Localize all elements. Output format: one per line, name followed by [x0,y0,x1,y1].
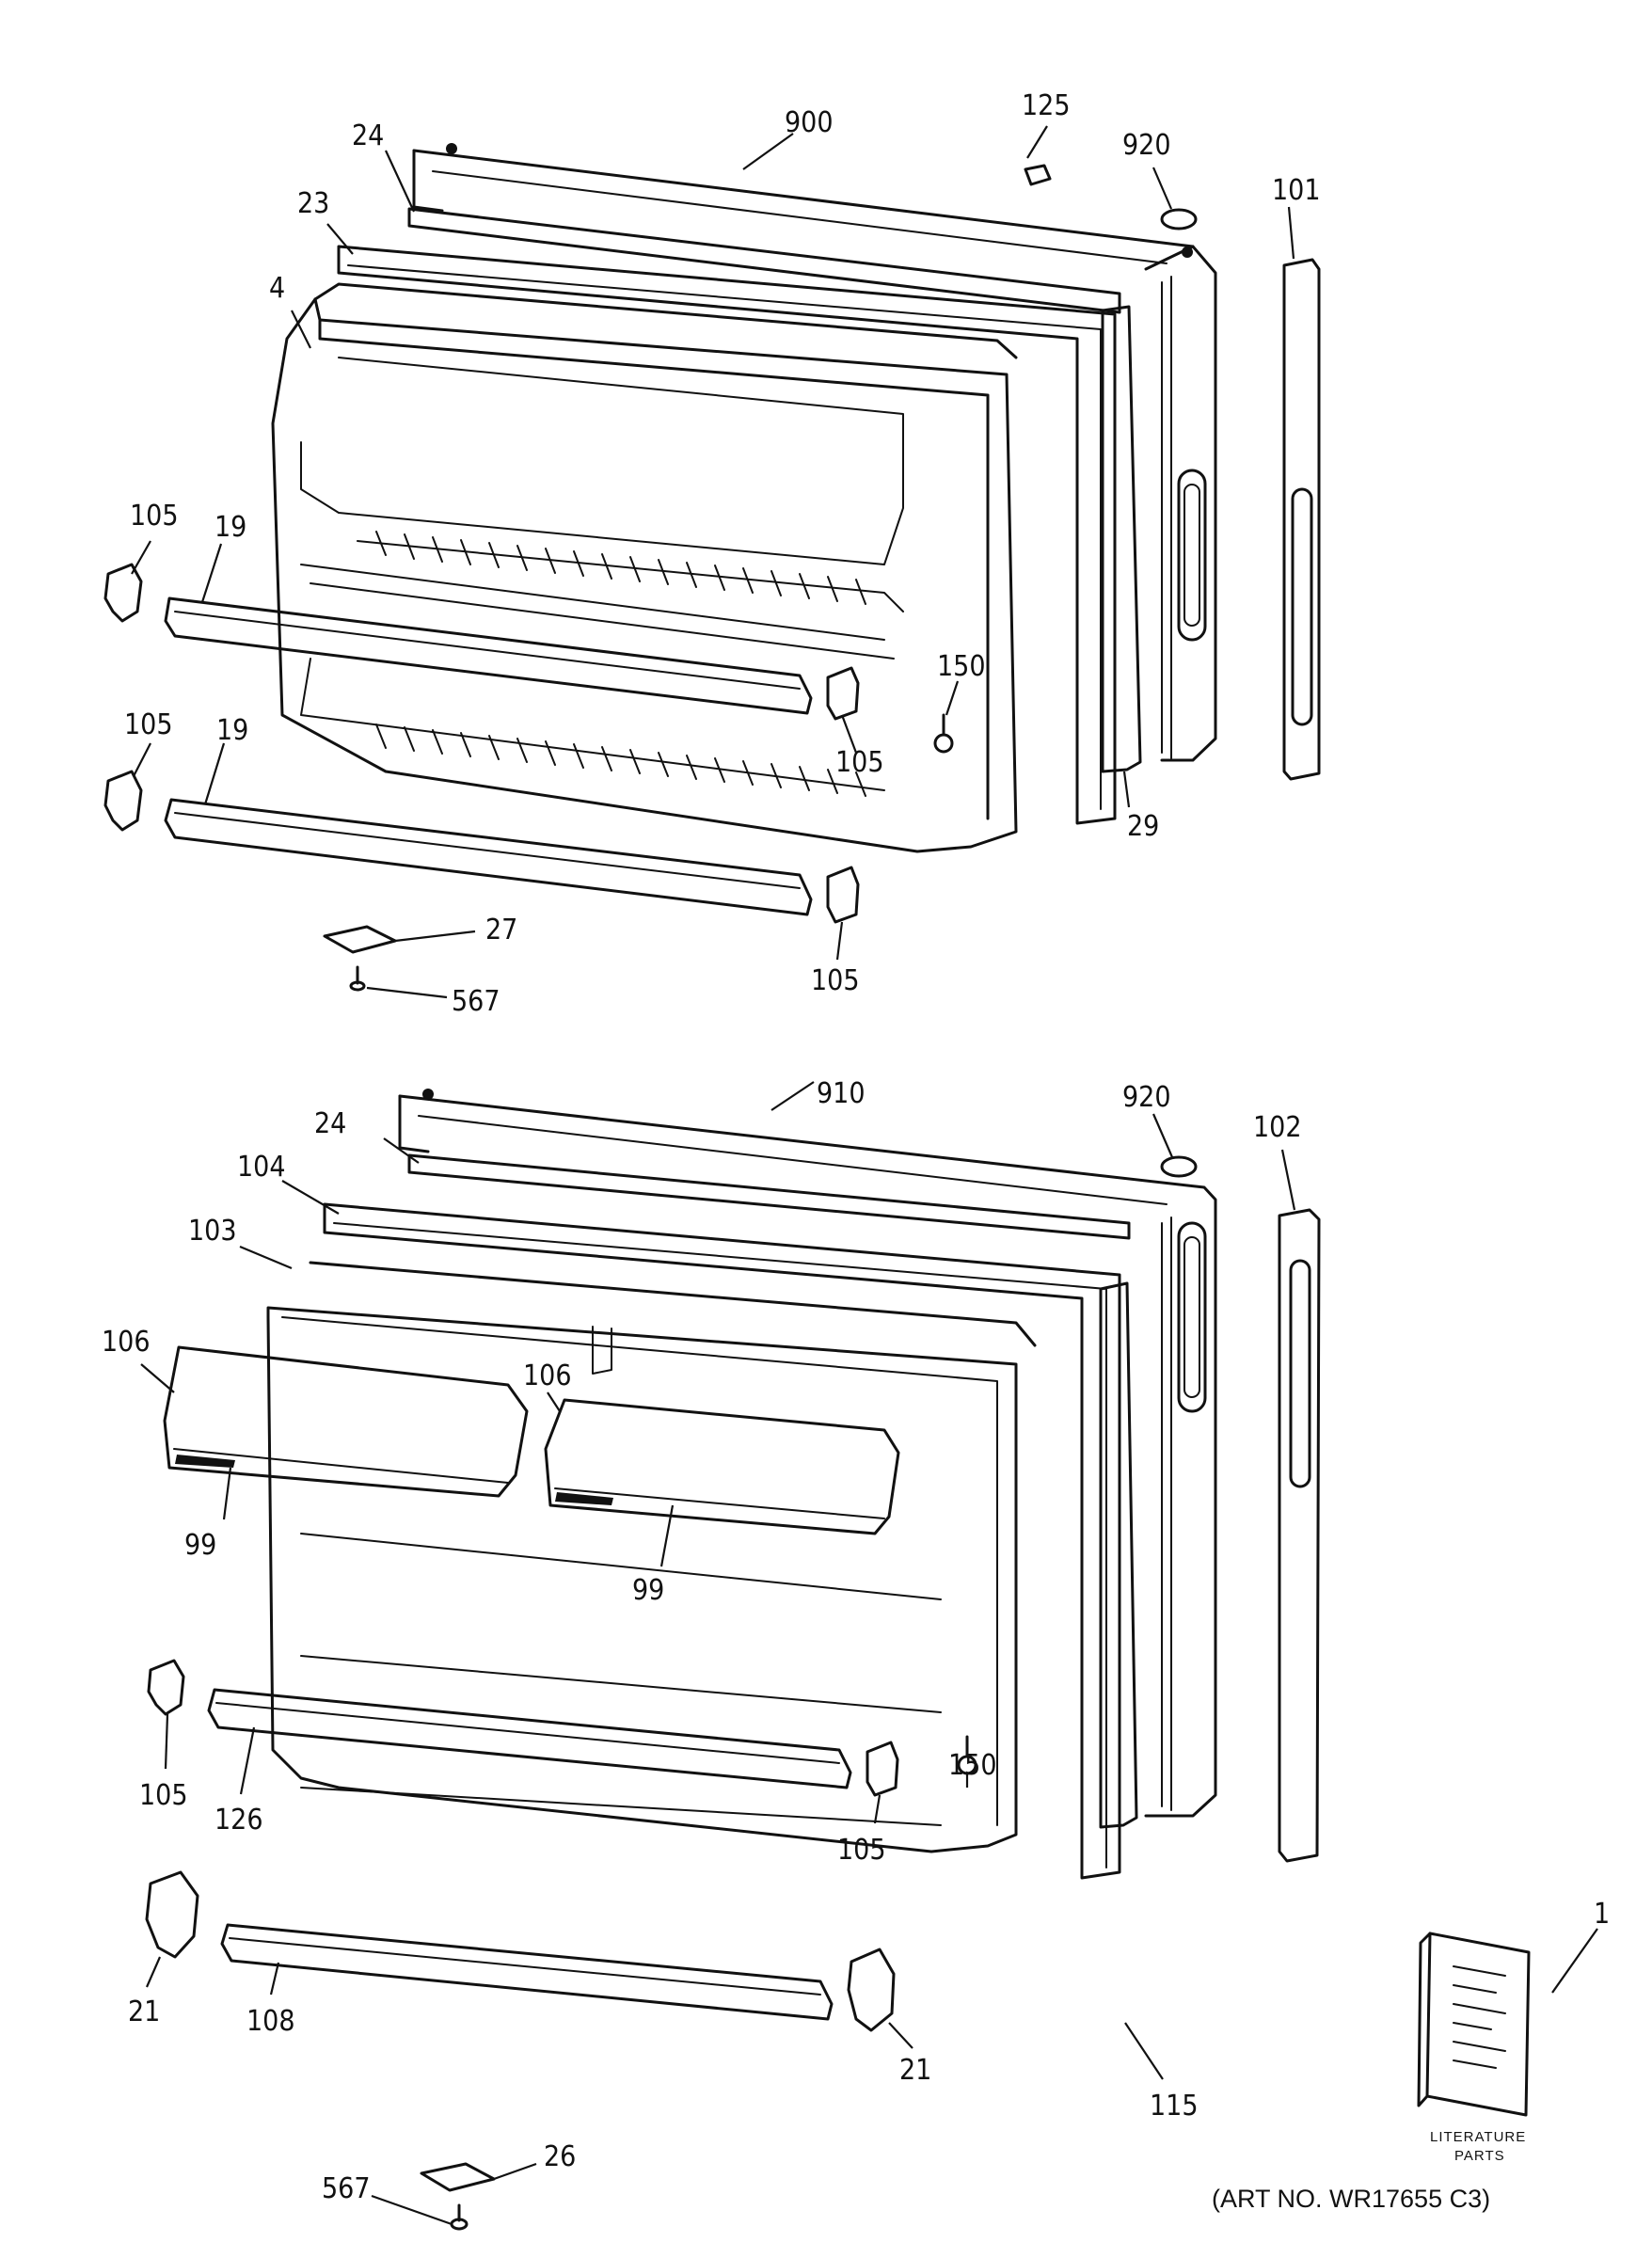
callout-920-bottom: 920 [1122,1081,1171,1114]
part-102-handle-trim [1278,1208,1321,1863]
callout-19-b: 19 [216,714,248,747]
callout-105-b: 105 [124,708,173,741]
callout-910: 910 [817,1077,866,1110]
part-567-screw-top [349,965,366,992]
callout-126: 126 [214,1804,263,1837]
callout-leader-lines [131,125,1598,2226]
part-108-shelf-bar [220,1923,834,2021]
freezer-outer-door-panel [412,143,1217,762]
part-920-plug-top [1160,208,1198,231]
part-24-gasket-bottom [407,1153,1131,1240]
part-115-gasket-strip [1099,1281,1138,1829]
callout-4: 4 [269,272,285,305]
part-105-end-cap-d [826,866,860,924]
part-27-hinge-plate [323,925,397,954]
part-125-cap [1024,164,1052,186]
part-101-handle-trim [1282,258,1321,781]
callout-27: 27 [485,914,517,946]
callout-99-a: 99 [184,1529,216,1562]
callout-105-e: 105 [139,1779,188,1812]
part-21-end-cap-right [847,1948,896,2032]
part-105-end-cap-f [866,1741,899,1797]
callout-108: 108 [246,2005,295,2038]
fresh-food-outer-door-panel [398,1089,1217,1818]
fresh-food-door-assembly [145,1089,1321,2231]
part-19-shelf-bar-upper [164,596,813,715]
callout-125: 125 [1022,89,1071,122]
part-21-end-cap-left [145,1870,199,1959]
part-106-dairy-bin-right [544,1398,900,1535]
part-23-door-frame [337,245,1117,825]
part-106-dairy-bin-left [163,1345,529,1498]
callout-23: 23 [297,187,329,220]
literature-parts-label-line1: LITERATURE [1430,2129,1526,2145]
part-105-end-cap-b [103,770,143,832]
callout-920-top: 920 [1122,129,1171,162]
callout-1: 1 [1594,1898,1610,1931]
callout-105-f: 105 [837,1834,886,1867]
part-567-screw-bottom [450,2203,469,2231]
callout-567-bottom: 567 [322,2172,371,2205]
literature-parts-label-line2: PARTS [1454,2148,1505,2164]
callout-26: 26 [544,2140,576,2173]
part-105-end-cap-a [103,563,143,623]
part-104-door-frame [323,1202,1121,1880]
callout-99-b: 99 [632,1574,664,1607]
callout-numbers: 900 125 920 101 24 23 4 105 19 105 19 15… [102,89,1610,2205]
callout-24-top: 24 [352,119,384,152]
part-920-plug-bottom [1160,1155,1198,1178]
part-103-inner-door-liner [266,1261,1037,1853]
callout-19-a: 19 [214,511,246,544]
part-19-shelf-bar-lower [164,798,813,916]
callout-24-bottom: 24 [314,1107,346,1140]
callout-21-b: 21 [899,2054,931,2087]
art-number-label: (ART NO. WR17655 C3) [1212,2185,1490,2213]
callout-105-a: 105 [130,500,179,533]
callout-103: 103 [188,1215,237,1248]
callout-567-top: 567 [452,985,500,1018]
callout-105-d: 105 [811,964,860,997]
part-150-screw-top [933,713,954,754]
part-26-hinge-plate [420,2162,496,2192]
callout-101: 101 [1272,174,1321,207]
callout-105-c: 105 [835,746,884,779]
callout-106-b: 106 [523,1360,572,1392]
part-24-gasket-top [407,207,1121,314]
callout-900: 900 [785,106,834,139]
callout-21-a: 21 [128,1996,160,2028]
part-105-end-cap-e [147,1659,185,1716]
literature-parts-booklet [1417,1932,1531,2117]
callout-104: 104 [237,1151,286,1184]
part-4-inner-door-liner [271,282,1018,853]
part-126-shelf-bar [207,1688,852,1789]
callout-29: 29 [1127,810,1159,843]
callout-150-top: 150 [937,650,986,683]
freezer-door-assembly [103,143,1321,992]
part-99-bin-door-left [175,1455,235,1468]
part-105-end-cap-c [826,666,860,721]
callout-106-a: 106 [102,1326,151,1359]
part-99-bin-door-right [555,1492,613,1505]
callout-102: 102 [1253,1111,1302,1144]
callout-115: 115 [1150,2090,1199,2123]
callout-150-bottom: 150 [948,1749,997,1782]
part-29-gasket-strip [1101,305,1142,773]
